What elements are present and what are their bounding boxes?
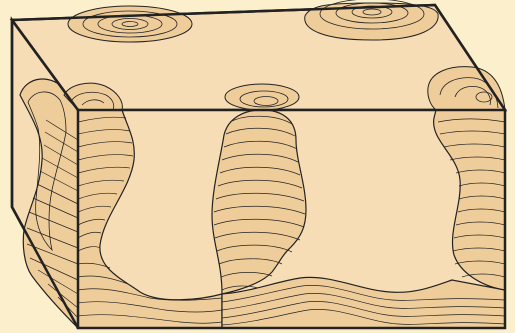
contour-rings-icon — [68, 6, 192, 42]
contour-rings-icon — [225, 84, 299, 110]
